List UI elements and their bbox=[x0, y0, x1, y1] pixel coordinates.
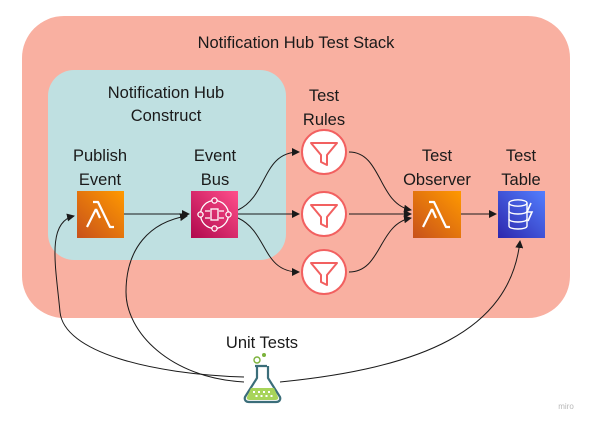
edge-rule3-to-observer bbox=[348, 215, 412, 273]
construct-title-line1: Notification Hub bbox=[108, 84, 224, 102]
flask-icon bbox=[243, 353, 282, 404]
event-bus-label-line2: Bus bbox=[201, 171, 229, 189]
test-table-label-line1: Test bbox=[506, 147, 537, 165]
test-observer-label-line2: Observer bbox=[403, 171, 471, 189]
test-rule-2[interactable] bbox=[301, 191, 347, 237]
test-rules-label-line2: Rules bbox=[303, 111, 345, 129]
lambda-icon bbox=[86, 200, 114, 229]
filter-icon bbox=[310, 262, 338, 286]
publish-event-label-line1: Publish bbox=[73, 147, 127, 165]
filter-icon bbox=[310, 204, 338, 228]
test-rule-1[interactable] bbox=[301, 129, 347, 175]
edge-tests-to-bus bbox=[125, 213, 245, 383]
dynamodb-icon bbox=[508, 199, 534, 230]
lambda-icon bbox=[422, 200, 450, 229]
test-rule-3[interactable] bbox=[301, 249, 347, 295]
test-observer-label-line1: Test bbox=[422, 147, 453, 165]
miro-watermark: miro bbox=[558, 402, 574, 411]
edge-tests-to-publish bbox=[54, 213, 245, 378]
edge-bus-to-rule1 bbox=[237, 148, 300, 211]
filter-icon bbox=[310, 142, 338, 166]
event-bus-label-line1: Event bbox=[194, 147, 237, 165]
publish-event-label-line2: Event bbox=[79, 171, 122, 189]
unit-tests-node[interactable] bbox=[243, 353, 282, 404]
stack-title: Notification Hub Test Stack bbox=[198, 34, 396, 52]
edge-rule1-to-observer bbox=[348, 151, 412, 213]
test-rules-label-line1: Test bbox=[309, 87, 340, 105]
eventbridge-icon bbox=[197, 197, 232, 232]
unit-tests-label: Unit Tests bbox=[226, 334, 298, 352]
test-table-label-line2: Table bbox=[501, 171, 540, 189]
construct-title-line2: Construct bbox=[131, 107, 202, 125]
edge-tests-to-table bbox=[279, 240, 524, 383]
event-bus-node[interactable] bbox=[191, 191, 238, 238]
test-table-node[interactable] bbox=[498, 191, 545, 238]
publish-event-node[interactable] bbox=[77, 191, 124, 238]
edge-bus-to-rule3 bbox=[237, 217, 300, 276]
test-observer-node[interactable] bbox=[413, 191, 461, 238]
